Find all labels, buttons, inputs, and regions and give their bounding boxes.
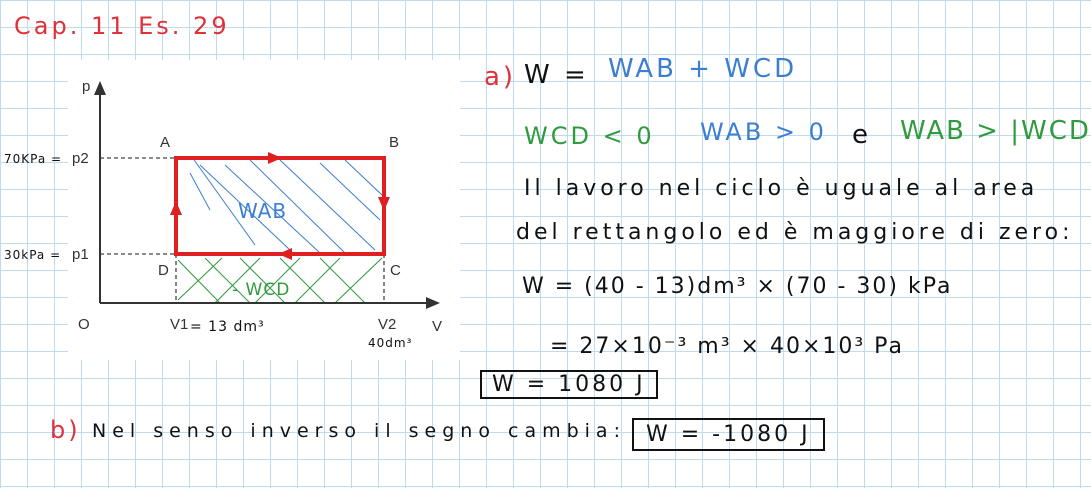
point-c-label: C xyxy=(390,262,401,279)
condition-abs: WAB > |WCD| xyxy=(900,116,1091,146)
p1-value: 30kPa = xyxy=(4,248,61,262)
v2-value: 40dm³ xyxy=(368,336,412,350)
point-b-label: B xyxy=(389,134,399,151)
point-d-label: D xyxy=(158,262,169,279)
guide-lines xyxy=(100,157,385,303)
diagram-background xyxy=(68,60,460,360)
axis-v-label: V xyxy=(432,318,442,335)
condition-wcd: WCD < 0 xyxy=(524,122,655,150)
arrow-da xyxy=(170,201,182,215)
pv-diagram: p V O A B C D p2 p1 V1 V2 70KPa = 30kPa … xyxy=(4,60,460,360)
cycle-arrows xyxy=(170,152,390,260)
p2-value: 70KPa = xyxy=(4,152,62,166)
axes xyxy=(94,81,440,309)
condition-and: e xyxy=(852,120,871,150)
arrow-cd xyxy=(278,248,292,260)
arrow-ab xyxy=(268,152,282,164)
result-box-b: W = -1080 J xyxy=(632,418,825,451)
calculation-line-2: = 27×10⁻³ m³ × 40×10³ Pa xyxy=(550,334,904,359)
v1-label: V1 xyxy=(170,316,188,333)
explanation-line-1: Il lavoro nel ciclo è uguale al area xyxy=(524,176,1039,201)
w-ab-label: WAB xyxy=(238,199,287,223)
w-cd-hatch xyxy=(177,257,383,304)
p2-label: p2 xyxy=(72,150,89,167)
part-a-label: a) xyxy=(484,62,517,92)
w-cd-label: - WCD xyxy=(232,280,290,300)
p1-label: p1 xyxy=(72,246,89,263)
explanation-line-2: del rettangolo ed è maggiore di zero: xyxy=(516,220,1074,245)
calculation-line-1: W = (40 - 13)dm³ × (70 - 30) kPa xyxy=(522,274,953,299)
v1-value: = 13 dm³ xyxy=(190,319,265,335)
axis-p-label: p xyxy=(82,78,90,95)
work-equation-terms: WAB + WCD xyxy=(608,54,798,84)
v2-label: V2 xyxy=(378,316,396,333)
condition-wab: WAB > 0 xyxy=(700,118,827,146)
arrow-bc xyxy=(378,197,390,211)
origin-label: O xyxy=(78,316,90,333)
w-ab-hatch xyxy=(189,156,383,254)
result-box-a: W = 1080 J xyxy=(480,370,658,399)
part-b-text: Nel senso inverso il segno cambia: xyxy=(92,420,626,442)
work-equation-lhs: W = xyxy=(524,60,589,90)
exercise-heading: Cap. 11 Es. 29 xyxy=(14,12,230,40)
point-a-label: A xyxy=(160,134,170,151)
part-b-label: b) xyxy=(50,416,81,444)
